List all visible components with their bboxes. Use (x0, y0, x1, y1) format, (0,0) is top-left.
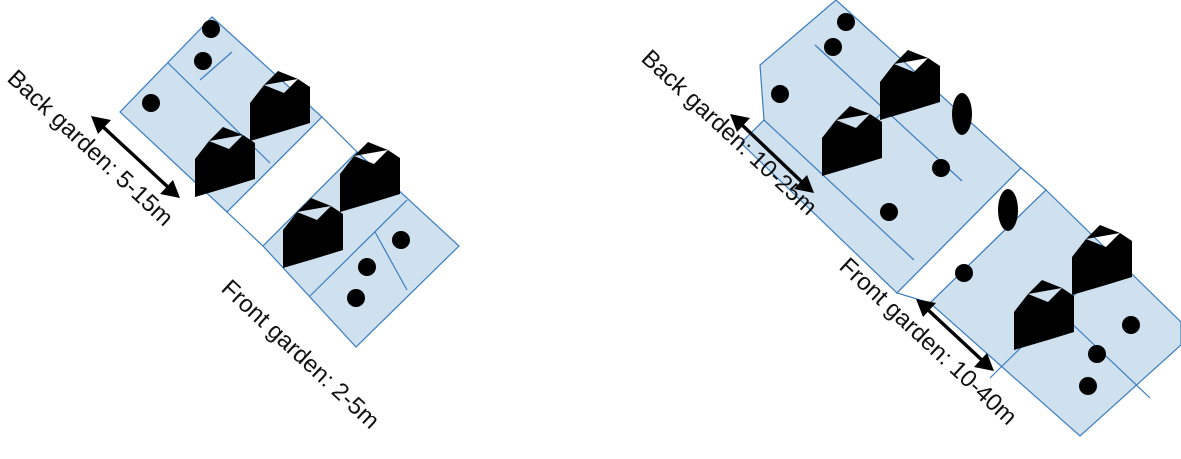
left-plot-divider (199, 51, 233, 81)
left-plot-divider (374, 231, 408, 291)
left-back-garden-arrow (91, 116, 180, 198)
left-plots (119, 16, 460, 348)
right-front-garden-arrow (916, 299, 994, 371)
left-plot-divider (309, 199, 408, 297)
right-plot-divider (1065, 317, 1151, 399)
right-back-garden-arrow (730, 114, 814, 193)
right-plot-divider (763, 119, 915, 261)
